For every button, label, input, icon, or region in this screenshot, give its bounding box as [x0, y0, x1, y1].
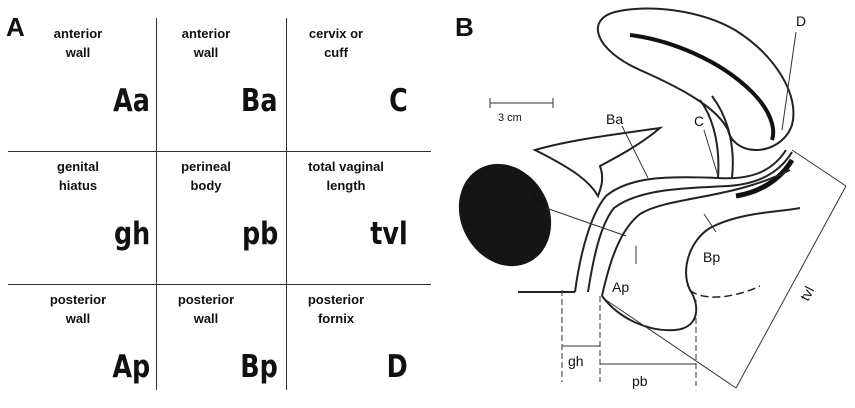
- cell-code: Ba: [241, 86, 278, 117]
- cell-name: anterior wall: [28, 24, 128, 62]
- cell-code: Bp: [240, 352, 278, 383]
- cell-code: Aa: [113, 86, 150, 117]
- grid-cell-d: posterior fornix D: [286, 284, 420, 408]
- cell-name: cervix or cuff: [286, 24, 386, 62]
- tvl-bottom-extension: [606, 300, 736, 388]
- panel-a-letter: A: [6, 14, 25, 40]
- label-aa: Aa: [530, 192, 547, 208]
- cell-name: posterior wall: [28, 290, 128, 328]
- grid-cell-bp: posterior wall Bp: [156, 284, 290, 408]
- sagittal-pelvic-diagram: 3 cm Ba C D Aa Ap Bp gh pb tvl: [445, 0, 855, 394]
- tvl-top-extension: [792, 150, 846, 186]
- cervix-outline: [700, 96, 733, 178]
- cell-name: posterior fornix: [286, 290, 386, 328]
- aa-leader-line: [546, 208, 626, 236]
- anterior-vaginal-wall-inner: [588, 152, 792, 292]
- tvl-dimension-line: [736, 186, 846, 388]
- cell-name: posterior wall: [156, 290, 256, 328]
- grid-cell-aa: anterior wall Aa: [28, 18, 162, 142]
- bladder-outline: [535, 128, 660, 196]
- grid-cell-tvl: total vaginal length tvl: [286, 151, 420, 275]
- bp-leader-line: [704, 214, 716, 232]
- cell-code: C: [389, 86, 408, 117]
- label-gh: gh: [568, 353, 584, 369]
- cell-code: tvl: [371, 219, 408, 250]
- grid-cell-pb: perineal body pb: [156, 151, 290, 275]
- label-ap: Ap: [612, 279, 629, 295]
- scale-bar-label: 3 cm: [498, 112, 522, 124]
- cell-name: anterior wall: [156, 24, 256, 62]
- cell-code: Ap: [112, 352, 150, 383]
- grid-cell-ba: anterior wall Ba: [156, 18, 290, 142]
- cell-name: genital hiatus: [28, 157, 128, 195]
- grid-cell-ap: posterior wall Ap: [28, 284, 162, 408]
- label-ba: Ba: [606, 111, 623, 127]
- label-bp: Bp: [703, 249, 720, 265]
- grid-cell-gh: genital hiatus gh: [28, 151, 162, 275]
- label-c: C: [694, 113, 704, 129]
- grid-cell-c: cervix or cuff C: [286, 18, 420, 142]
- pubic-bone-shape: [445, 148, 569, 283]
- cell-code: gh: [114, 219, 150, 250]
- cell-name: perineal body: [156, 157, 256, 195]
- label-tvl: tvl: [797, 284, 818, 304]
- label-d: D: [796, 13, 806, 29]
- pop-q-grid: anterior wall Aa anterior wall Ba cervix…: [28, 18, 431, 390]
- rectum-outline: [602, 208, 800, 330]
- cell-code: D: [387, 352, 408, 383]
- cell-code: pb: [242, 219, 278, 250]
- rectum-lower-outline: [690, 286, 760, 297]
- cell-name: total vaginal length: [286, 157, 406, 195]
- label-pb: pb: [632, 373, 648, 389]
